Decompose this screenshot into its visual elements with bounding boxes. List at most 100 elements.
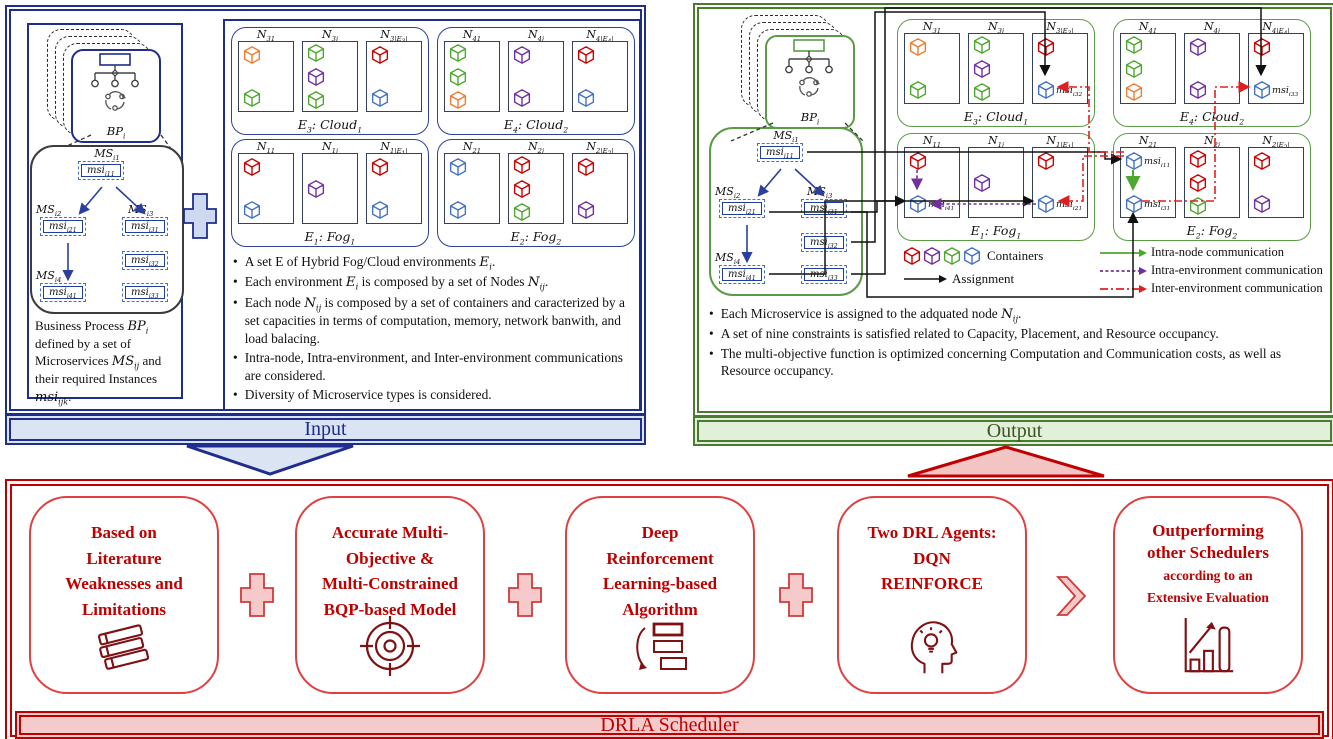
cube-icon: [1189, 173, 1207, 192]
microservice-label: MSi3: [807, 185, 833, 201]
cube-icon: [909, 152, 927, 170]
cube-icon: [1189, 38, 1207, 56]
node-box: [1184, 147, 1240, 218]
node-box: [444, 153, 500, 224]
cube-icon: [371, 201, 389, 219]
cube-icon: [1189, 81, 1207, 99]
cube-icon: [909, 81, 927, 99]
bullet-marker: •: [709, 326, 714, 342]
node-box: msii11 msii31: [1120, 147, 1176, 218]
container-cube-green: [1125, 59, 1175, 78]
node-label: N1j: [321, 140, 339, 156]
cube-icon: [1125, 195, 1143, 213]
instance-label: msii32: [1056, 84, 1083, 98]
microservice-label: MSi2: [36, 203, 62, 219]
cube-icon: [1253, 38, 1271, 56]
plus-connector: [508, 573, 542, 617]
cube-icon: [973, 83, 991, 101]
cube-icon: [1125, 36, 1143, 54]
container-cube-green: [973, 83, 1023, 101]
node-box: [508, 153, 564, 224]
output-bullet-list: • Each Microservice is assigned to the a…: [709, 305, 1321, 382]
msi-instance-text: msii33: [804, 268, 844, 282]
container-cube-orange: [449, 91, 499, 109]
cube-icon: [1189, 150, 1207, 168]
msi-instance-box: msii21: [719, 199, 765, 218]
msi-instance-box: msii32: [122, 251, 168, 270]
bullet-marker: •: [233, 254, 238, 269]
msi-instance-text: msii31: [804, 202, 844, 216]
container-cube-red: [1037, 38, 1087, 56]
msi-instance-box: msii31: [801, 199, 847, 218]
container-cube-green: [973, 36, 1023, 54]
cube-icon: [1125, 59, 1143, 78]
environment-name: E2: Fog2: [510, 229, 562, 247]
cube-icon: [577, 201, 595, 219]
bullet-item: • Each environment Ei is composed by a s…: [233, 273, 633, 291]
cube-icon: [1037, 38, 1055, 56]
msi-instance-box: msii31: [122, 217, 168, 236]
cube-icon: [909, 38, 927, 56]
cube-icon: [513, 179, 531, 198]
container-cube-green: [909, 81, 959, 99]
container-cube-blue: [243, 201, 293, 219]
cube-icon: [903, 247, 921, 265]
container-cube-orange: [243, 46, 293, 64]
bp-caption: Business Process BPi defined by a set of…: [35, 318, 162, 407]
drl-agents-icon: [839, 614, 1025, 678]
container-cube-red: [1253, 38, 1303, 56]
msi-instance-box: msii33: [801, 265, 847, 284]
node-box: [238, 41, 294, 112]
cube-icon: [307, 179, 325, 198]
cube-icon: [243, 89, 261, 107]
node-label: N11: [922, 134, 942, 150]
msi-instance-text: msii41: [722, 268, 762, 282]
environment-box: N21 N2j N2|E2| E2: Fog2: [437, 139, 635, 247]
container-cube-blue: [449, 158, 499, 176]
cube-icon: [449, 67, 467, 86]
container-cube-blue: msii32: [1037, 81, 1087, 99]
node-box: [1248, 147, 1304, 218]
cube-icon: [371, 89, 389, 107]
legend-assignment-label: Assignment: [952, 271, 1015, 286]
msi-instance-text: msii41: [43, 286, 83, 300]
feature-box-title: Accurate Multi-Objective &Multi-Constrai…: [322, 523, 458, 619]
container-cube-green: [1125, 36, 1175, 54]
container-cube-red: [513, 156, 563, 174]
bp-card: BPi: [71, 49, 161, 143]
node-box: [508, 41, 564, 112]
container-cube-green: [1189, 197, 1239, 215]
instance-label: msii21: [1056, 198, 1083, 212]
container-cube-red: [243, 158, 293, 176]
bp-card-stack: BPi: [41, 29, 175, 143]
bullet-item: • Diversity of Microservice types is con…: [233, 386, 633, 403]
environment-name: E3: Cloud1: [297, 117, 363, 135]
legend-intra-environment-label: Intra-environment communication: [1151, 263, 1323, 277]
bullet-text: Each environment Ei is composed by a set…: [244, 274, 549, 293]
instance-label: msii33: [1272, 84, 1299, 98]
cube-icon: [1189, 197, 1207, 215]
cube-icon: [1253, 195, 1271, 213]
cube-icon: [1253, 152, 1271, 170]
node-label: N41: [462, 28, 482, 44]
container-cube-blue: [449, 201, 499, 219]
bullet-marker: •: [709, 345, 714, 361]
msi-instance-box: msii41: [719, 265, 765, 284]
node-box: [302, 41, 358, 112]
cube-icon: [943, 247, 961, 265]
node-box: [238, 153, 294, 224]
msi-instance-box: msii33: [122, 283, 168, 302]
container-cube-red: [903, 247, 921, 265]
bullet-item: • Intra-node, Intra-environment, and Int…: [233, 349, 633, 384]
container-cube-red: [371, 158, 421, 176]
node-label: N3j: [321, 28, 339, 44]
msi-instance-box: msii41: [40, 283, 86, 302]
plus-icon: [183, 193, 217, 239]
bullet-item: • A set of nine constraints is satisfied…: [709, 325, 1321, 342]
microservice-label: MSi1: [94, 147, 120, 163]
container-cube-green: [307, 91, 357, 109]
